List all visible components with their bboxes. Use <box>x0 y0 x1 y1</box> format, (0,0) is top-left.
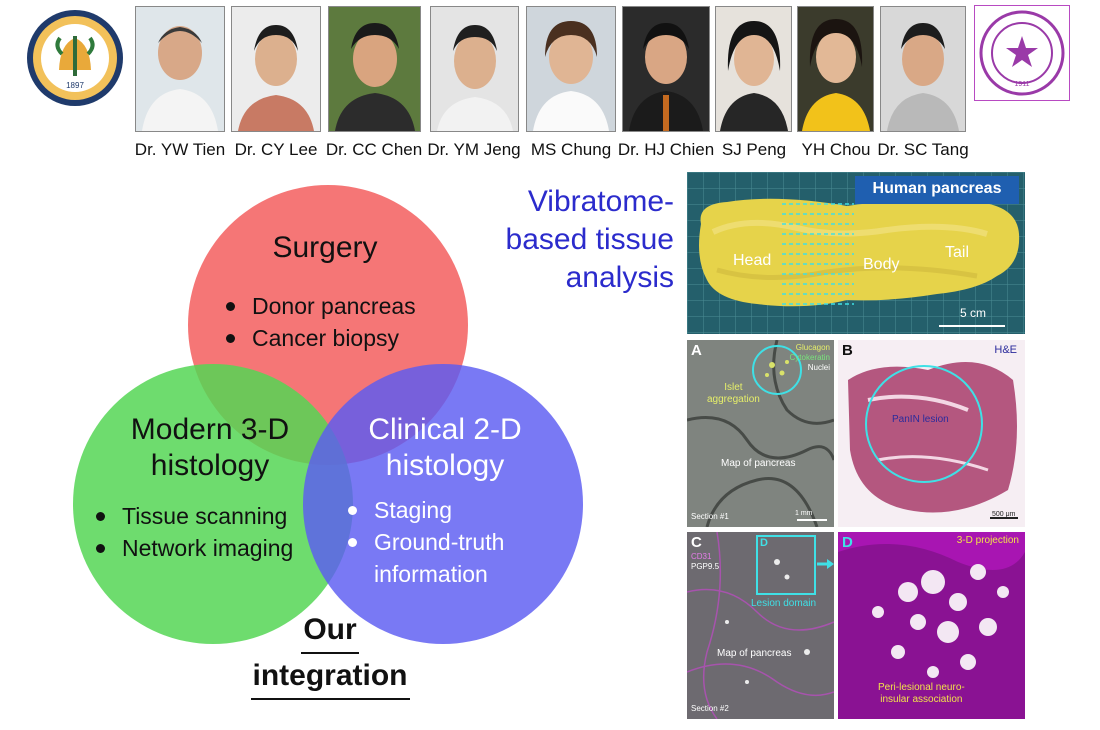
legend-glucagon: Glucagon <box>795 343 830 352</box>
panel-d-image: D 3-D projection Peri-lesional neuro- in… <box>838 532 1025 719</box>
pancreas-photo-title: Human pancreas <box>872 180 1002 197</box>
tail-label: Tail <box>945 244 970 261</box>
lesion-domain-label: Lesion domain <box>751 598 817 609</box>
person-name: MS Chung <box>530 140 612 159</box>
panel-a-label: A <box>691 342 702 359</box>
panel-c-label: C <box>691 534 702 551</box>
portrait-photo <box>328 6 421 132</box>
tsinghua-year: 1911 <box>1014 81 1029 88</box>
venn-diagram: Surgery Donor pancreas Cancer biopsy Mod… <box>70 180 590 650</box>
list-item-continuation: information <box>374 561 488 587</box>
projection-label: 3-D projection <box>956 535 1019 546</box>
person-name: Dr. CC Chen <box>325 140 423 159</box>
ntu-medicine-logo: 1897 <box>27 10 123 106</box>
list-item: Cancer biopsy <box>222 322 416 354</box>
head-label: Head <box>733 252 772 269</box>
modern-histology-circle <box>73 364 353 644</box>
islet-line1: Islet <box>724 382 743 393</box>
he-stain-label: H&E <box>994 344 1017 356</box>
panin-lesion-label: PanIN lesion <box>892 414 949 425</box>
clinical-title-line1: Clinical 2-D <box>368 413 522 446</box>
surgery-list: Donor pancreas Cancer biopsy <box>222 290 416 354</box>
person-name: YH Chou <box>801 140 871 159</box>
neuro-insular-label: Peri-lesional neuro- insular association <box>878 682 965 706</box>
portrait-photo <box>526 6 616 132</box>
modern-histology-title: Modern 3-D histology <box>100 412 320 484</box>
person-name: Dr. CY Lee <box>234 140 318 159</box>
scale-bar-label: 5 cm <box>959 306 986 320</box>
modern-title-line2: histology <box>150 449 270 482</box>
clinical-histology-title: Clinical 2-D histology <box>340 412 550 484</box>
map-of-pancreas-label: Map of pancreas <box>721 458 796 469</box>
panel-c-legend: CD31 PGP9.5 <box>691 552 719 572</box>
integration-line2: integration <box>250 654 410 700</box>
list-item: Donor pancreas <box>222 290 416 322</box>
tsinghua-logo: 1911 <box>974 5 1070 101</box>
inset-d-label: D <box>760 537 768 549</box>
scale-label: 1 mm <box>795 510 813 517</box>
our-integration-label: Our integration <box>220 608 440 700</box>
portrait-photo <box>622 6 710 132</box>
list-item: Tissue scanning <box>92 500 293 532</box>
body-label: Body <box>863 256 900 273</box>
human-pancreas-photo: Human pancreas Head Body Tail 5 cm <box>687 172 1025 334</box>
legend-pgp95: PGP9.5 <box>691 562 720 571</box>
portrait-photo <box>715 6 792 132</box>
portrait-photo <box>430 6 519 132</box>
panel-b-image: B H&E PanIN lesion 500 μm <box>838 340 1025 527</box>
modern-title-line1: Modern 3-D <box>130 413 290 446</box>
person-name: Dr. YM Jeng <box>427 140 521 159</box>
person-name: Dr. YW Tien <box>134 140 226 159</box>
surgery-title: Surgery <box>272 231 378 264</box>
list-item: Network imaging <box>92 532 293 564</box>
assoc-line2: insular association <box>880 694 963 705</box>
section-label: Section #2 <box>691 704 729 713</box>
section-label: Section #1 <box>691 512 729 521</box>
vibratome-line1: Vibratome- <box>527 185 674 218</box>
portrait-photo <box>135 6 225 132</box>
panel-c-image: C CD31 PGP9.5 D Lesion domain Map of pan… <box>687 532 834 719</box>
legend-cytokeratin: Cytokeratin <box>789 353 830 362</box>
map-of-pancreas-label: Map of pancreas <box>717 648 792 659</box>
islet-line2: aggregation <box>707 394 760 405</box>
vibratome-line2: based tissue <box>505 223 674 256</box>
ntu-year: 1897 <box>66 81 84 90</box>
clinical-histology-circle <box>303 364 583 644</box>
clinical-title-line2: histology <box>385 449 505 482</box>
panel-a-legend: Glucagon Cytokeratin Nuclei <box>790 343 830 373</box>
integration-line1: Our <box>301 608 359 654</box>
legend-cd31: CD31 <box>691 552 712 561</box>
assoc-line1: Peri-lesional neuro- <box>878 682 965 693</box>
portrait-photo <box>231 6 321 132</box>
vibratome-line3: analysis <box>565 261 674 294</box>
vibratome-title: Vibratome- based tissue analysis <box>498 183 674 297</box>
legend-nuclei: Nuclei <box>807 363 830 372</box>
panel-a-image: A Glucagon Cytokeratin Nuclei Islet aggr… <box>687 340 834 527</box>
clinical-histology-list: Staging Ground-truth information <box>344 494 504 590</box>
islet-aggregation-label: Islet aggregation <box>707 382 760 406</box>
panel-d-label: D <box>842 534 853 551</box>
person-name: Dr. SC Tang <box>877 140 969 159</box>
list-item: Ground-truth <box>344 526 504 558</box>
modern-histology-list: Tissue scanning Network imaging <box>92 500 293 564</box>
portrait-photo <box>880 6 966 132</box>
person-name: SJ Peng <box>721 140 787 159</box>
scale-label: 500 μm <box>992 511 1016 518</box>
portrait-photo <box>797 6 874 132</box>
list-item: Staging <box>344 494 504 526</box>
panel-b-label: B <box>842 342 853 359</box>
person-name: Dr. HJ Chien <box>617 140 715 159</box>
